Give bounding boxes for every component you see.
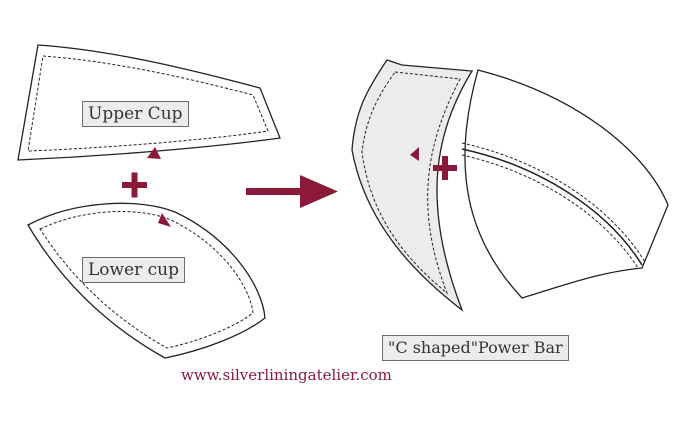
power-bar-piece: [351, 59, 474, 312]
notch-marker-icon: [410, 147, 419, 161]
power-bar-label: "C shaped"Power Bar: [382, 335, 569, 361]
upper-cup-label: Upper Cup: [82, 101, 189, 127]
notch-marker-icon: [147, 147, 161, 159]
plus-icon: [433, 156, 457, 180]
right-arrow-icon: [246, 175, 338, 208]
assembled-cup-piece: [461, 69, 669, 299]
plus-icon: [122, 172, 147, 198]
website-link[interactable]: www.silverliningatelier.com: [181, 366, 392, 384]
lower-cup-label: Lower cup: [82, 257, 186, 283]
notch-marker-icon: [158, 213, 171, 227]
